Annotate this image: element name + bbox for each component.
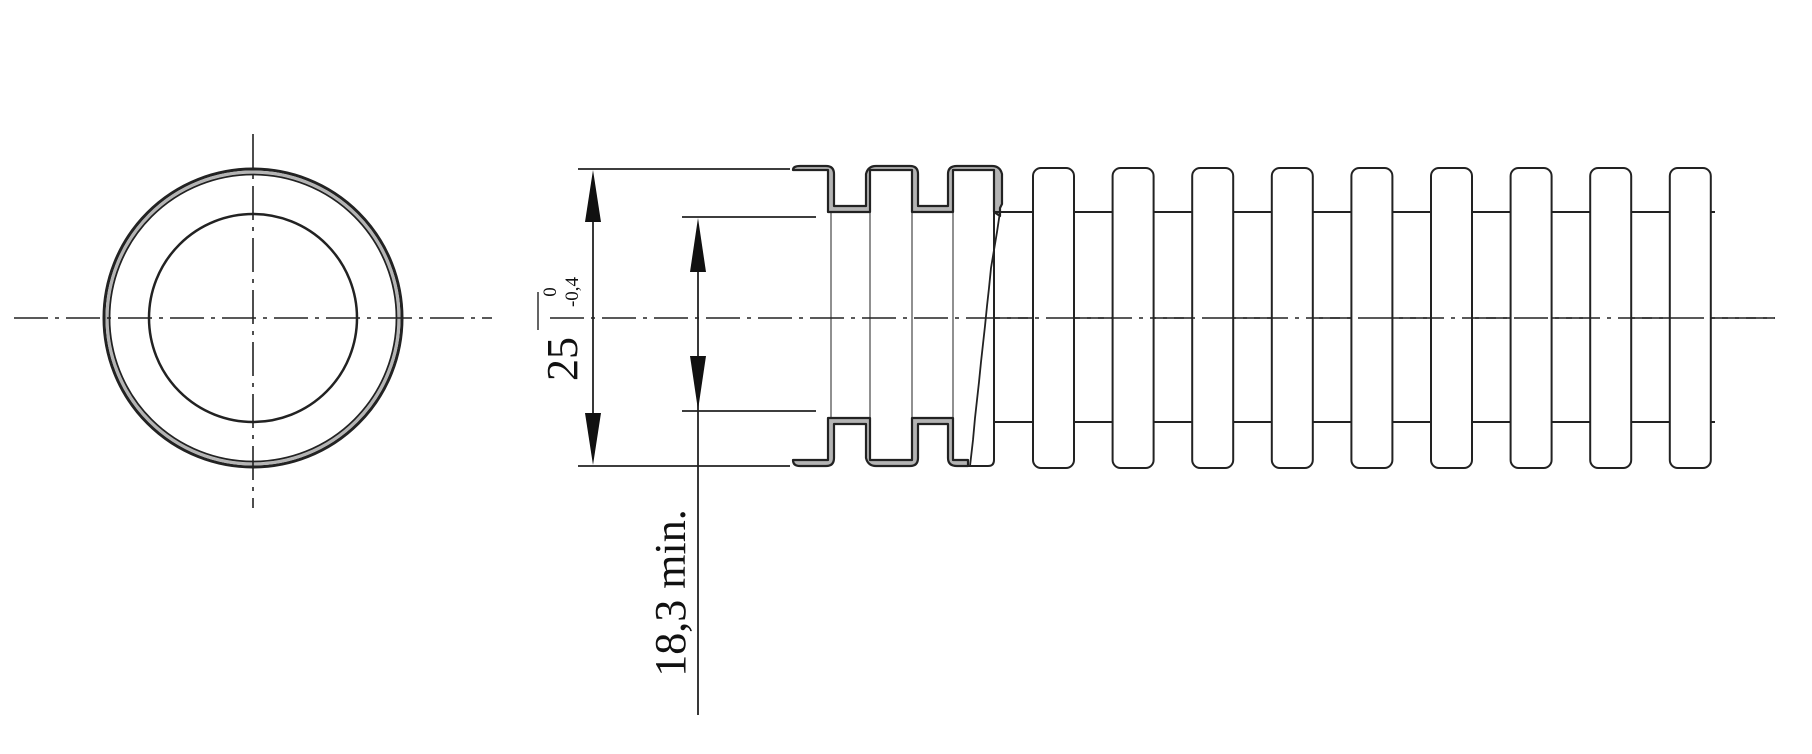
inner-arrow-top: [690, 218, 706, 272]
outer-arrow-bottom: [585, 413, 601, 465]
section-wall-top: [791, 164, 1004, 218]
section-wall-bottom: [791, 416, 970, 468]
sectioned-portion: [791, 164, 1004, 468]
outer-diameter-value: 25: [538, 337, 587, 381]
tolerance-lower: -0,4: [562, 276, 583, 307]
outer-arrow-top: [585, 170, 601, 222]
end-view: [14, 134, 492, 508]
inner-diameter-value: 18,3 min.: [646, 509, 695, 676]
inner-arrow-bottom: [690, 356, 706, 410]
break-partial-rib: [968, 212, 995, 467]
inner-diameter-dimension: 18,3 min.: [646, 216, 816, 715]
break-line: [969, 211, 1001, 467]
outer-diameter-dimension: 25 0 -0,4: [537, 168, 790, 467]
corrugation-ribs: [994, 167, 1775, 469]
tolerance-upper: 0: [540, 287, 561, 297]
conduit-exterior: [994, 167, 1775, 469]
